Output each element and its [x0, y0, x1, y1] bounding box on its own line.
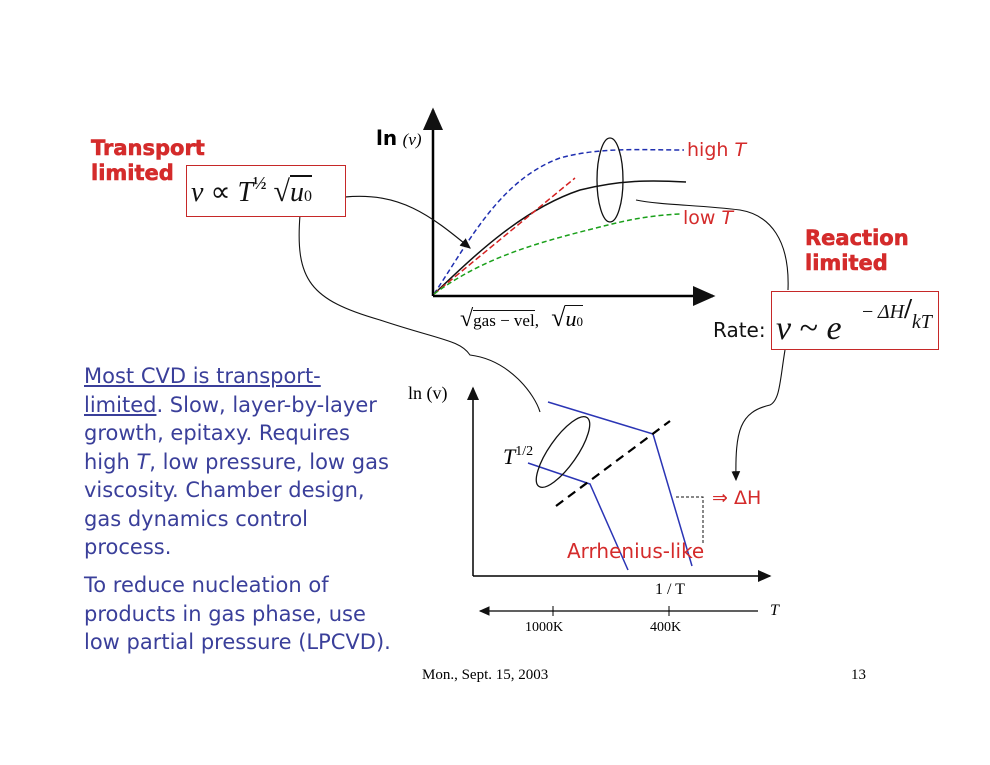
- delta-H-label: ⇒ ΔH: [712, 487, 762, 509]
- high-T-curve: [433, 148, 685, 295]
- top-chart-y-label: ln (v): [376, 126, 422, 151]
- low-T-T: T: [721, 207, 734, 229]
- para2-line3: low partial pressure (LPCVD).: [84, 630, 391, 654]
- top-chart-x-label: √gas − vel, √u0: [460, 303, 583, 333]
- eq-T: T: [237, 177, 254, 208]
- top-chart: [423, 107, 716, 306]
- para1-line3: growth, epitaxy. Requires: [84, 421, 350, 445]
- reaction-connector-bottom: [731, 349, 786, 482]
- transport-limited-label: Transport limited: [91, 136, 205, 186]
- para1-line5: viscosity. Chamber design,: [84, 478, 365, 502]
- sqrt-icon: √: [273, 175, 290, 208]
- low-T-label: low T: [683, 207, 733, 229]
- x-label-comma: ,: [534, 311, 539, 330]
- mid-T-curve: [433, 180, 687, 295]
- low-T-text: low: [683, 207, 722, 229]
- eq-T-exp: ½: [253, 173, 267, 193]
- arrhenius-label: Arrhenius-like: [567, 539, 705, 563]
- rate-label: Rate:: [713, 318, 766, 342]
- para1-line4-post: , low pressure, low gas: [149, 449, 389, 474]
- lower-rate-line: [527, 462, 629, 571]
- footer-date: Mon., Sept. 15, 2003: [422, 667, 549, 683]
- rate-equation: v ~ e: [776, 310, 842, 348]
- rate-kT: kT: [911, 311, 932, 333]
- eq-v: v: [191, 177, 204, 208]
- tick-label-1000K: 1000K: [525, 620, 564, 635]
- T-half-T: T: [503, 444, 516, 469]
- reaction-label-line2: limited: [805, 251, 888, 276]
- ln-bold: ln: [376, 126, 398, 150]
- bottom-chart-y-label: ln (v): [408, 383, 448, 403]
- eq-u: u0: [290, 175, 312, 208]
- eq-u-letter: u: [290, 177, 304, 208]
- bottom-chart-x-label: 1 / T: [655, 581, 685, 598]
- low-T-curve: [433, 213, 681, 295]
- transport-to-bottom-connector: [298, 214, 541, 413]
- rate-v: v: [776, 310, 792, 347]
- para1-line4-T: T: [136, 449, 150, 474]
- sqrt-gas-icon: √: [460, 306, 474, 332]
- reaction-label-line1: Reaction: [805, 226, 909, 251]
- para1-line2-rest: . Slow, layer-by-layer: [156, 392, 377, 417]
- rate-sim: ~: [799, 310, 818, 347]
- rate-e: e: [826, 310, 842, 347]
- x-label-u-group: u0: [565, 305, 583, 331]
- transport-connector: [344, 195, 471, 249]
- bottom-chart: [467, 386, 772, 616]
- transport-label-line1: Transport: [91, 136, 205, 161]
- x-label-u: u: [565, 306, 577, 331]
- fraction-slash-icon: /: [904, 294, 912, 325]
- paragraph-lpcvd: To reduce nucleation of products in gas …: [84, 571, 391, 657]
- T-half-label: T1/2: [503, 444, 533, 470]
- T-axis-label: T: [770, 602, 779, 619]
- para2-line1: To reduce nucleation of: [84, 573, 329, 597]
- para2-line2: products in gas phase, use: [84, 601, 366, 626]
- transport-label-line2: limited: [91, 161, 174, 186]
- asymptote-line: [555, 420, 671, 507]
- rate-equation-box: v ~ e − ΔH/kT: [771, 291, 939, 350]
- para1-line6: gas dynamics control: [84, 506, 308, 531]
- T-half-exp: 1/2: [515, 444, 534, 459]
- rate-dH: ΔH: [877, 301, 905, 323]
- para1-line1: Most CVD is transport-: [84, 364, 321, 388]
- eq-proportional: ∝: [210, 177, 231, 208]
- transport-equation: v ∝ T½ √u0: [191, 173, 312, 209]
- rate-exponent: − ΔH/kT: [862, 294, 932, 333]
- rate-exp-minus: −: [862, 301, 874, 323]
- tick-label-400K: 400K: [650, 620, 682, 635]
- reaction-connector-top: [635, 199, 789, 291]
- para1-line2-underlined: limited: [84, 392, 157, 417]
- paragraph-transport: Most CVD is transport- limited. Slow, la…: [84, 362, 389, 562]
- transport-equation-box: v ∝ T½ √u0: [186, 165, 346, 217]
- sqrt-u-icon: √: [551, 303, 566, 332]
- delta-H-bracket: [676, 496, 704, 545]
- high-T-label: high T: [687, 139, 746, 161]
- page-number: 13: [851, 667, 866, 683]
- linear-fit-line: [433, 177, 576, 295]
- high-T-T: T: [734, 139, 747, 161]
- para1-line7: process.: [84, 535, 172, 559]
- x-label-u-sub: 0: [576, 314, 583, 329]
- high-T-text: high: [687, 139, 735, 161]
- ln-arg: (v): [402, 130, 422, 149]
- saturation-ellipse: [596, 137, 624, 223]
- x-label-gas: gas − vel: [473, 310, 535, 330]
- reaction-limited-label: Reaction limited: [805, 226, 909, 276]
- eq-u-sub: 0: [304, 188, 312, 205]
- para1-line4-pre: high: [84, 449, 137, 474]
- T-half-ellipse: [535, 416, 591, 488]
